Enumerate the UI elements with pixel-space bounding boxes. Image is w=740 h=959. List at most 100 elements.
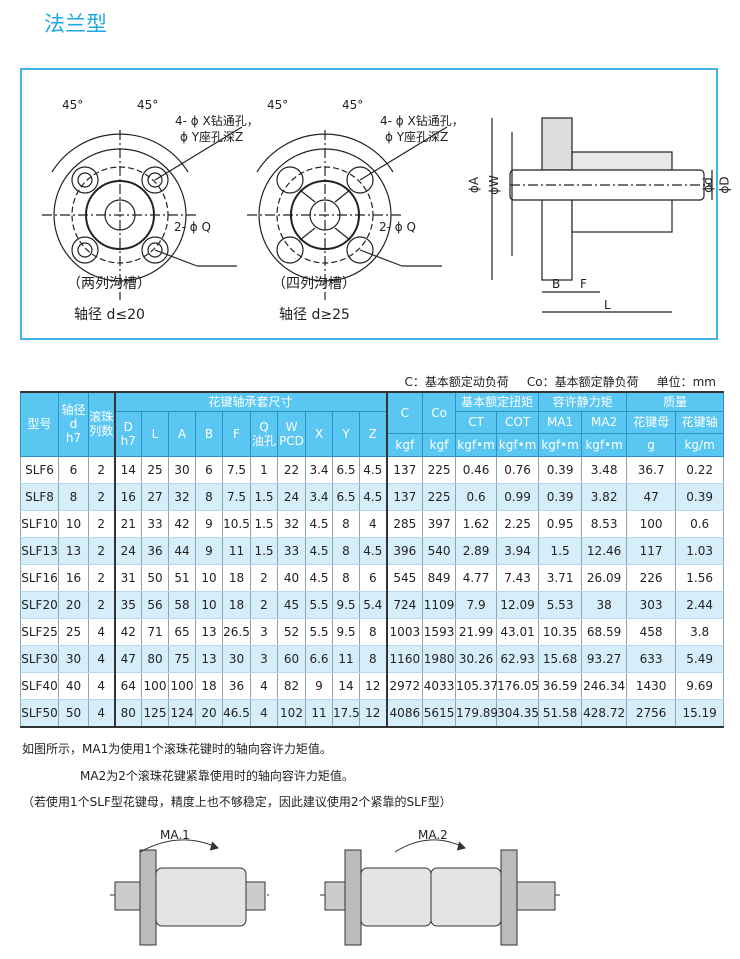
single-nut-illustration: [110, 839, 270, 946]
table-cell: 12: [358, 699, 388, 728]
table-cell: 7.43: [496, 564, 540, 592]
col-group-mass: 质量: [626, 391, 725, 412]
table-cell: 176.05: [496, 672, 540, 700]
angle-label: 45°: [342, 98, 364, 112]
table-cell: 12.46: [581, 537, 628, 565]
table-cell: 2: [88, 564, 115, 592]
col-A: A: [168, 410, 196, 457]
table-cell: 1.03: [675, 537, 725, 565]
table-cell: 8.53: [581, 510, 628, 538]
table-cell: 2972: [385, 672, 424, 700]
table-cell: 3: [250, 618, 278, 646]
table-cell: 4: [250, 699, 278, 728]
table-cell: 6: [358, 564, 388, 592]
table-cell: 3.71: [538, 564, 583, 592]
table-cell: 4.5: [358, 537, 388, 565]
table-cell: 2: [88, 537, 115, 565]
table-cell: 4.5: [358, 483, 388, 511]
table-cell: 4.5: [305, 537, 333, 565]
table-cell: 1.5: [250, 537, 278, 565]
table-cell: 633: [626, 645, 677, 673]
table-cell: 0.22: [675, 456, 725, 484]
legend-c: C：基本额定动负荷: [404, 375, 509, 389]
unit-kgf: kgf: [385, 432, 424, 457]
table-cell: 5.5: [305, 618, 333, 646]
table-cell: 15.68: [538, 645, 583, 673]
table-cell: 8: [332, 537, 360, 565]
table-cell: SLF30: [20, 645, 59, 673]
table-cell: 0.39: [538, 456, 583, 484]
table-cell: 3: [250, 645, 278, 673]
col-Z: Z: [358, 410, 388, 457]
table-cell: 0.46: [455, 456, 498, 484]
table-cell: 11: [305, 699, 333, 728]
table-cell: 2: [88, 456, 115, 484]
col-MA2: MA2: [581, 410, 628, 434]
table-cell: 93.27: [581, 645, 628, 673]
table-cell: 18: [222, 591, 251, 619]
table-cell: 225: [422, 483, 457, 511]
table-cell: 13: [58, 537, 89, 565]
col-ball-rows: 滚珠列数: [88, 391, 115, 457]
table-cell: 2756: [626, 699, 677, 728]
dim-d: ϕd: [700, 177, 715, 193]
legend-co: Co：基本额定静负荷: [526, 375, 639, 389]
table-cell: 21: [113, 510, 142, 538]
table-cell: 60: [277, 645, 306, 673]
table-cell: 38: [581, 591, 628, 619]
table-cell: SLF25: [20, 618, 59, 646]
table-cell: 80: [141, 645, 169, 673]
table-cell: SLF6: [20, 456, 59, 484]
table-cell: 31: [113, 564, 142, 592]
unit-kgm: kg/m: [675, 432, 725, 457]
table-cell: 100: [626, 510, 677, 538]
table-cell: 9.5: [332, 618, 360, 646]
table-cell: 30: [168, 456, 196, 484]
table-cell: 13: [195, 645, 223, 673]
note-ma1: 如图所示，MA1为使用1个滚珠花键时的轴向容许力矩值。: [22, 742, 332, 756]
table-cell: 25: [141, 456, 169, 484]
dim-D: ϕD: [717, 176, 732, 194]
table-cell: 226: [626, 564, 677, 592]
table-cell: 20: [195, 699, 223, 728]
dim-L: L: [604, 298, 611, 312]
table-cell: 30: [58, 645, 89, 673]
table-cell: SLF50: [20, 699, 59, 728]
col-CT: CT: [455, 410, 498, 434]
table-cell: 40: [58, 672, 89, 700]
table-cell: 4: [88, 672, 115, 700]
table-cell: 1.5: [538, 537, 583, 565]
unit-g: g: [626, 432, 677, 457]
table-cell: 45: [277, 591, 306, 619]
table-cell: 18: [222, 564, 251, 592]
table-cell: 5.4: [358, 591, 388, 619]
hole-note: 4- ϕ X钻通孔，: [380, 114, 464, 128]
note-ma2: MA2为2个滚珠花键紧靠使用时的轴向容许力矩值。: [80, 769, 354, 783]
table-cell: 1.62: [455, 510, 498, 538]
table-cell: 428.72: [581, 699, 628, 728]
col-F: F: [222, 410, 251, 457]
table-cell: 8: [332, 564, 360, 592]
table-cell: 2: [250, 564, 278, 592]
table-cell: 9.69: [675, 672, 725, 700]
table-cell: 100: [141, 672, 169, 700]
dim-B: B: [552, 277, 561, 291]
table-cell: 71: [141, 618, 169, 646]
hole-note: ϕ Y座孔深Z: [385, 130, 449, 144]
table-cell: 8: [195, 483, 223, 511]
oil-hole-label: 2- ϕ Q: [379, 220, 416, 234]
table-cell: 4.5: [305, 564, 333, 592]
table-cell: 2: [88, 591, 115, 619]
table-cell: 46.5: [222, 699, 251, 728]
unit-kgfm: kgf•m: [538, 432, 583, 457]
table-cell: 50: [141, 564, 169, 592]
col-group-sleeve: 花键轴承套尺寸: [113, 391, 388, 412]
table-cell: 16: [113, 483, 142, 511]
table-cell: SLF10: [20, 510, 59, 538]
